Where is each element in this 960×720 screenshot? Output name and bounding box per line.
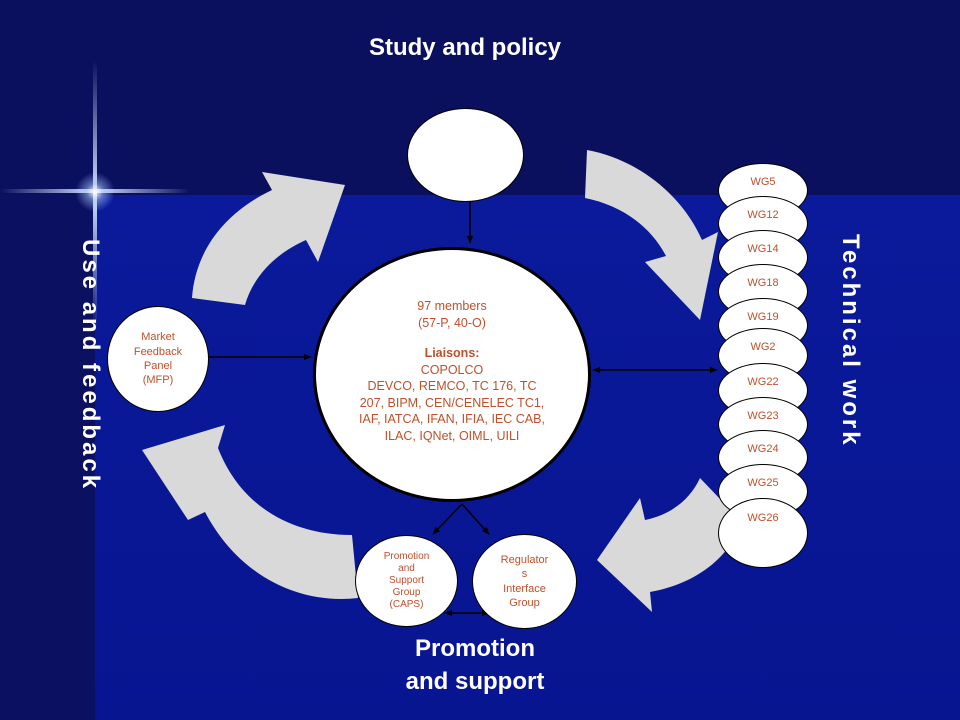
- center-members-line2: (57-P, 40-O): [418, 315, 486, 330]
- mfp-line4: (MFP): [142, 374, 174, 387]
- light-flare-center: [75, 172, 115, 212]
- center-liaisons-label: Liaisons:: [424, 346, 480, 360]
- mfp-line1: Market: [141, 331, 175, 344]
- center-liaisons-line5: ILAC, IQNet, OIML, UILI: [384, 428, 520, 443]
- study-policy-node: [407, 108, 524, 202]
- rig-line3: Interface: [503, 582, 546, 595]
- cycle-arrow-bottom-right: [597, 478, 742, 612]
- rig-line4: Group: [509, 596, 540, 609]
- mfp-line2: Feedback: [133, 345, 183, 358]
- rig-line1: Regulator: [500, 553, 549, 566]
- center-liaisons-line3: 207, BIPM, CEN/CENELEC TC1,: [359, 395, 545, 410]
- rig-line2: s: [521, 568, 528, 581]
- caps-line4: Group: [392, 587, 421, 598]
- heading-promotion-line2: and support: [405, 668, 545, 695]
- connector-rig: [461, 503, 490, 535]
- cycle-arrow-top-right: [585, 150, 718, 320]
- center-liaisons-line2: DEVCO, REMCO, TC 176, TC: [367, 379, 537, 393]
- caps-line1: Promotion: [383, 551, 430, 562]
- cycle-arrow-bottom-left: [142, 425, 358, 599]
- caps-line5: (CAPS): [389, 599, 424, 610]
- cycle-arrow-top-left: [192, 172, 345, 305]
- regulators-interface-group-node: Regulator s Interface Group: [472, 534, 577, 629]
- caps-node: Promotion and Support Group (CAPS): [355, 535, 458, 627]
- center-liaisons-line4: IAF, IATCA, IFAN, IFIA, IEC CAB,: [359, 412, 545, 426]
- connector-caps: [432, 503, 463, 535]
- caps-line2: and: [398, 563, 415, 574]
- center-liaisons-line1: COPOLCO: [420, 362, 484, 377]
- caps-line3: Support: [388, 575, 424, 586]
- wg-node: WG26: [718, 498, 808, 568]
- market-feedback-panel-node: Market Feedback Panel (MFP): [107, 306, 209, 412]
- heading-study-policy: Study and policy: [368, 34, 562, 61]
- heading-promotion-support: Promotion and support: [360, 632, 590, 698]
- heading-promotion-line1: Promotion: [415, 635, 535, 662]
- heading-use-feedback: Use and feedback: [77, 239, 104, 492]
- background-left: [0, 195, 95, 720]
- center-members-line1: 97 members: [417, 299, 487, 313]
- mfp-line3: Panel: [143, 360, 173, 372]
- heading-technical-work: Technical work: [837, 234, 864, 448]
- central-body-node: 97 members (57-P, 40-O) Liaisons: COPOLC…: [313, 247, 591, 502]
